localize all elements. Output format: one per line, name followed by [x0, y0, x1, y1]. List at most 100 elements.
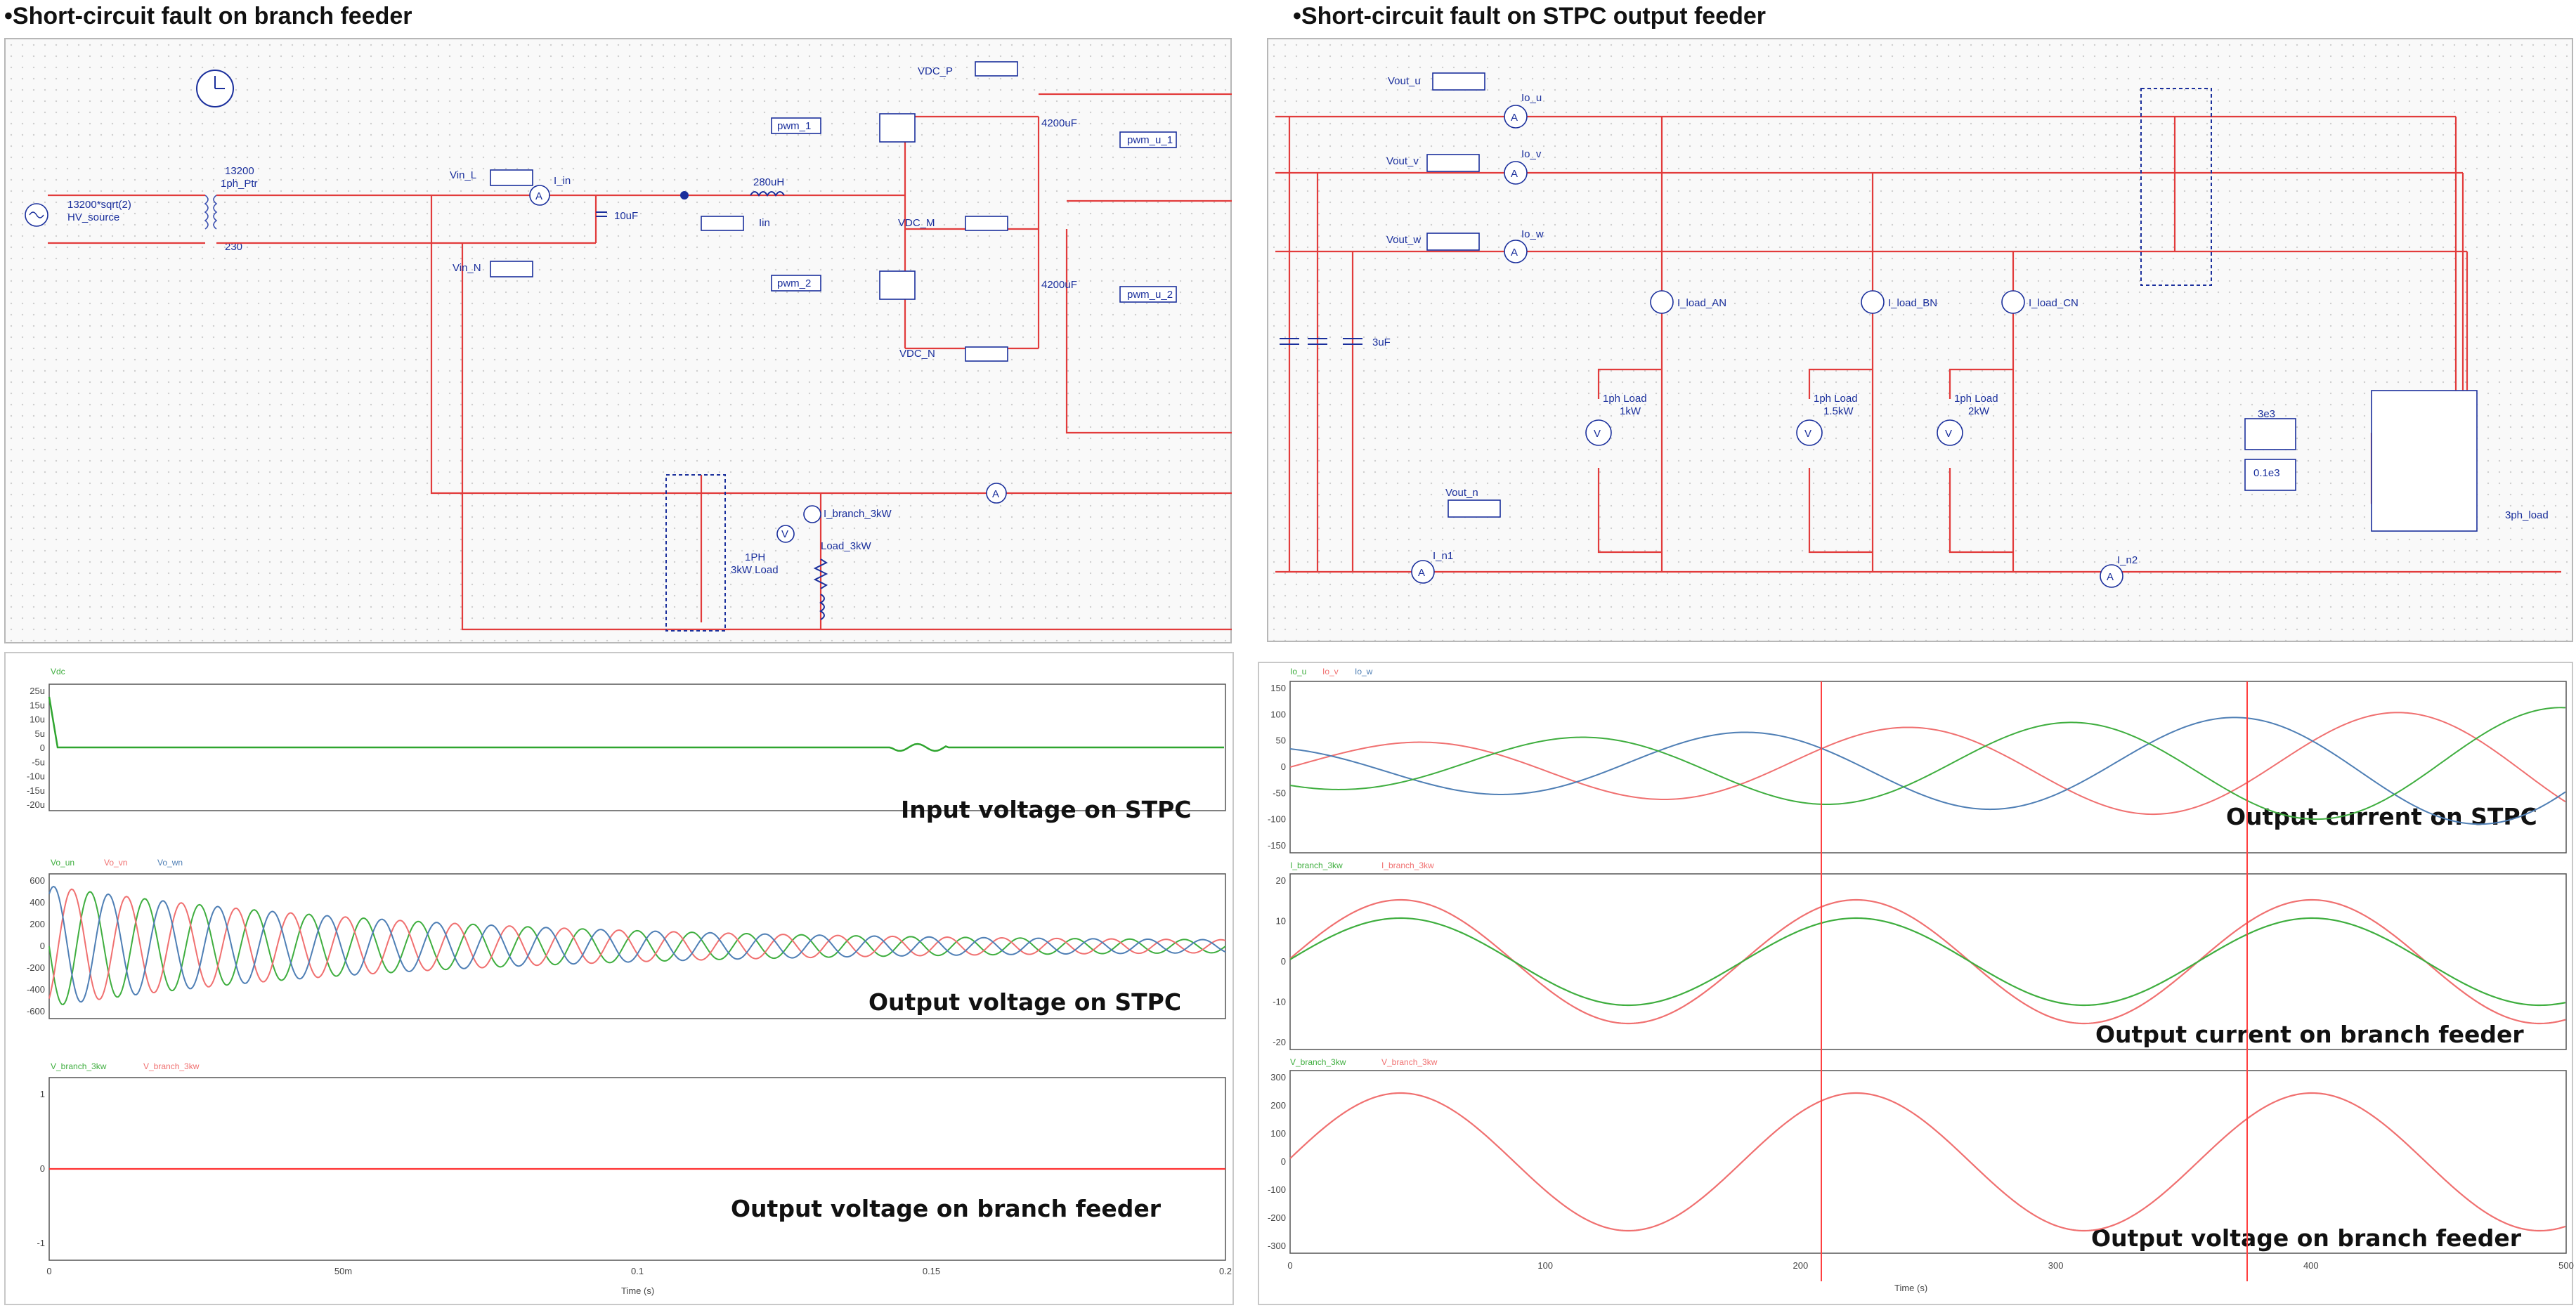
transformer-secondary-label: 230: [225, 241, 242, 253]
vout-w-probe: [1426, 233, 1480, 251]
pwmu2-source: [1119, 286, 1177, 303]
left-xlabel: Time (s): [621, 1286, 654, 1296]
vdc-ytick: 5u: [35, 728, 45, 739]
ibranch-legend-1: I_branch_3kw: [1290, 861, 1343, 870]
vbranch-right-ytick: -100: [1268, 1184, 1286, 1195]
ian-probe-icon: [1650, 290, 1674, 314]
vin-n-probe: [490, 261, 533, 277]
vout-ytick: -400: [27, 984, 45, 995]
vbranch-right-ytick: -200: [1268, 1212, 1286, 1223]
ibranch-plot: I_branch_3kw I_branch_3kw Output current…: [1273, 861, 2567, 1050]
vout-v-probe: [1426, 154, 1480, 172]
io-v-legend: Io_v: [1322, 667, 1339, 676]
ammeter-in2-symbol: A: [2107, 571, 2114, 583]
cap-lower-label: 4200uF: [1041, 279, 1077, 291]
vdc-ytick: -10u: [27, 771, 45, 782]
vbranch-right-trace: [1289, 1092, 2566, 1232]
vin-l-probe: [490, 169, 533, 186]
fault-zone-box: [665, 474, 726, 632]
ian-label: I_load_AN: [1677, 297, 1726, 309]
ammeter-iow-icon: [1504, 240, 1528, 263]
vout-ytick: 200: [30, 919, 45, 929]
ammeter-iin-icon: [529, 185, 550, 206]
vdc-ytick: -5u: [32, 757, 45, 767]
load1-type: 1ph Load: [1603, 393, 1647, 405]
io-u-legend: Io_u: [1290, 667, 1306, 676]
vbranch-right-ytick: 100: [1270, 1128, 1286, 1139]
voltmeter-bn-icon: [1796, 419, 1823, 446]
right-xtick: 0: [1287, 1260, 1292, 1271]
io-v-trace: [1289, 712, 2566, 816]
right-overlay-1[interactable]: Output current on STPC: [2226, 803, 2537, 830]
io-w-trace: [1289, 717, 2566, 825]
right-plot-window: Io_u Io_v Io_w Output current on STPC 15…: [1258, 662, 2574, 1305]
mosfet-lower-icon: [879, 270, 916, 300]
three-phase-load-label: 3ph_load: [2505, 509, 2549, 521]
vout-ytick: 600: [30, 875, 45, 886]
ammeter-iou-symbol: A: [1511, 112, 1518, 124]
pwmu1-source: [1119, 131, 1177, 148]
iin-probe: [701, 216, 744, 231]
vbranch-ytick: 0: [40, 1163, 45, 1174]
right-xtick: 500: [2558, 1260, 2574, 1271]
left-xtick: 0: [46, 1266, 51, 1276]
load1-rating: 1kW: [1620, 405, 1641, 417]
vdcn-probe: [965, 346, 1008, 362]
voltmeter-bn-symbol: V: [1804, 428, 1811, 440]
ibranch-trace-2: [1289, 917, 2566, 1007]
vbranch-legend-2: V_branch_3kw: [143, 1061, 200, 1071]
voltmeter-branch-icon: [776, 525, 795, 543]
voltmeter-branch-symbol: V: [781, 528, 788, 540]
mosfet-upper-icon: [879, 113, 916, 143]
right-overlay-3[interactable]: Output voltage on branch feeder: [2091, 1224, 2522, 1252]
ibranch-ytick: -10: [1273, 997, 1286, 1007]
load3-type: 1ph Load: [1954, 393, 1998, 405]
ibn-label: I_load_BN: [1888, 297, 1937, 309]
vout-ytick: -600: [27, 1006, 45, 1016]
io-w-legend: Io_w: [1355, 667, 1373, 676]
vout-plot: Vo_un Vo_vn Vo_wn Output voltage on STPC…: [27, 858, 1226, 1019]
vbranch-legend-1: V_branch_3kw: [51, 1061, 107, 1071]
cap-in-label: 10uF: [614, 210, 638, 222]
vbranch-plot: V_branch_3kw V_branch_3kw Output voltage…: [37, 1061, 1232, 1276]
vout-u-probe: [1432, 72, 1485, 91]
right-schematic: Vout_u Vout_v Vout_w A Io_u A Io_v A Io_…: [1275, 72, 2561, 588]
io-ytick: -100: [1268, 814, 1286, 825]
vo-wn-legend: Vo_wn: [157, 858, 183, 868]
left-overlay-1[interactable]: Input voltage on STPC: [901, 796, 1192, 823]
left-overlay-2[interactable]: Output voltage on STPC: [869, 988, 1181, 1016]
vout-ytick: 0: [40, 941, 45, 951]
left-overlay-3[interactable]: Output voltage on branch feeder: [731, 1195, 1162, 1222]
vdc-ytick: 0: [40, 743, 45, 753]
ammeter-branch-symbol: A: [992, 488, 999, 500]
right-overlay-2[interactable]: Output current on branch feeder: [2095, 1021, 2524, 1048]
left-plots: Vdc Input voltage on STPC 25u15u10u5u0-5…: [27, 667, 1232, 1296]
right-xlabel: Time (s): [1894, 1283, 1927, 1293]
right-xtick: 300: [2048, 1260, 2064, 1271]
param2-label: 0.1e3: [2253, 467, 2280, 479]
iow-label: Io_w: [1521, 228, 1544, 240]
vdc-ytick: 25u: [30, 686, 45, 696]
ammeter-iov-symbol: A: [1511, 168, 1518, 180]
ammeter-in2-icon: [2100, 564, 2123, 588]
param1-label: 3e3: [2258, 408, 2275, 420]
vdc-ytick: 15u: [30, 700, 45, 710]
vbranch-right-legend-1: V_branch_3kw: [1290, 1057, 1346, 1067]
vdc-legend: Vdc: [51, 667, 65, 676]
source-name-label: HV_source: [67, 211, 119, 223]
right-plots: Io_u Io_v Io_w Output current on STPC 15…: [1268, 667, 2574, 1293]
vout-ytick: -200: [27, 962, 45, 973]
vo-un-legend: Vo_un: [51, 858, 74, 868]
icn-probe-icon: [2001, 290, 2025, 314]
cap-label: 3uF: [1372, 336, 1391, 348]
right-xtick: 400: [2303, 1260, 2319, 1271]
vdcp-probe: [975, 61, 1018, 77]
left-schematic: 13200*sqrt(2) HV_source 13200 1ph_Ptr 23…: [25, 61, 1232, 632]
vdcm-probe: [965, 216, 1008, 231]
voltmeter-an-icon: [1585, 419, 1612, 446]
io-ytick: 100: [1270, 709, 1286, 719]
left-xtick: 0.2: [1219, 1266, 1232, 1276]
vdc-ytick: -15u: [27, 785, 45, 796]
ammeter-branch-icon: [986, 483, 1007, 504]
cap-upper-label: 4200uF: [1041, 117, 1077, 129]
